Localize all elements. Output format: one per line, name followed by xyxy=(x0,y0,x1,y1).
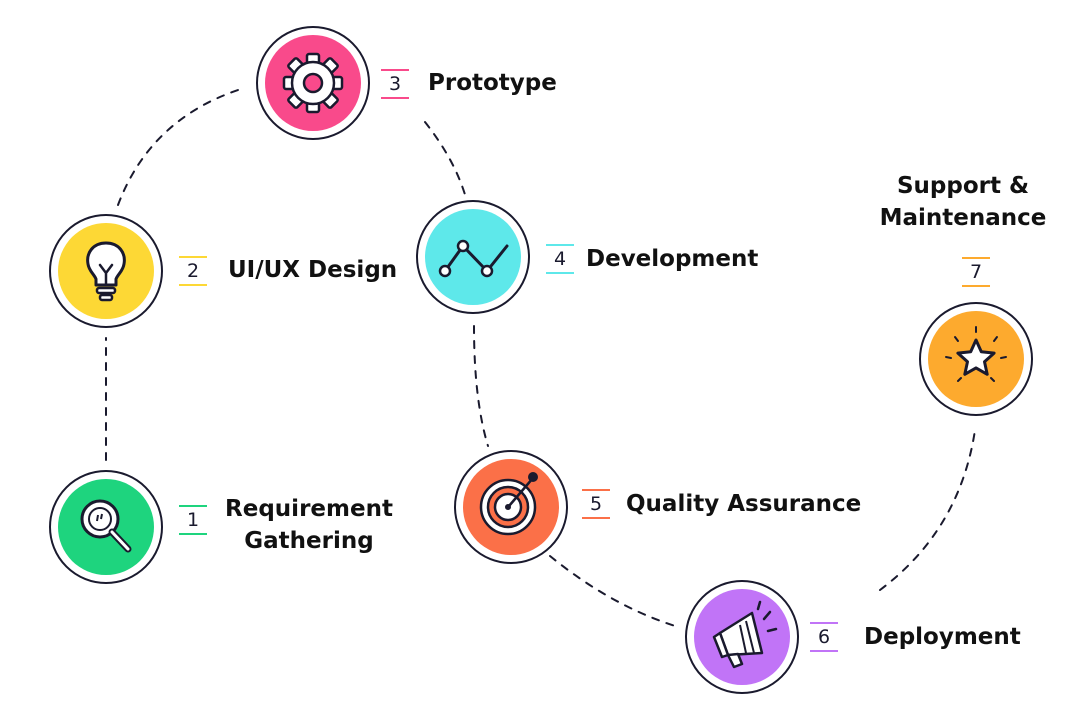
step-4-title: Development xyxy=(586,246,759,272)
step-3-title: Prototype xyxy=(428,70,557,96)
step-2-number: 2 xyxy=(179,256,207,286)
connector-3-4 xyxy=(424,121,467,199)
step-1-number: 1 xyxy=(179,505,207,535)
step-1-title-line-2: Gathering xyxy=(244,528,374,554)
step-6-number: 6 xyxy=(810,622,838,652)
connector-4-5 xyxy=(473,325,489,447)
target-icon xyxy=(454,450,568,564)
step-3-node xyxy=(255,25,371,141)
star-icon xyxy=(919,302,1033,416)
step-7-number: 7 xyxy=(962,257,990,287)
step-2-title: UI/UX Design xyxy=(228,257,398,283)
step-6-node xyxy=(684,579,800,695)
step-4-number: 4 xyxy=(546,244,574,274)
step-1-node xyxy=(48,469,164,585)
connector-2-3 xyxy=(117,89,239,206)
connector-5-6 xyxy=(549,555,676,627)
step-2-node xyxy=(48,213,164,329)
step-7-title: Support & Maintenance xyxy=(876,170,1050,234)
gear-icon xyxy=(256,26,370,140)
step-5-title: Quality Assurance xyxy=(626,491,862,517)
connector-6-7 xyxy=(879,429,976,591)
step-6-title: Deployment xyxy=(864,624,1021,650)
megaphone-icon xyxy=(685,580,799,694)
step-7-node xyxy=(918,301,1034,417)
step-1-title-line-1: Requirement xyxy=(225,496,393,522)
lightbulb-icon xyxy=(49,214,163,328)
step-3-number: 3 xyxy=(381,69,409,99)
step-1-title: Requirement Gathering xyxy=(225,493,393,557)
step-7-title-line-1: Support & xyxy=(896,173,1030,199)
step-7-title-line-2: Maintenance xyxy=(879,205,1047,231)
step-5-node xyxy=(453,449,569,565)
magnifier-icon xyxy=(49,470,163,584)
line-graph-icon xyxy=(416,200,530,314)
step-4-node xyxy=(415,199,531,315)
step-5-number: 5 xyxy=(582,489,610,519)
